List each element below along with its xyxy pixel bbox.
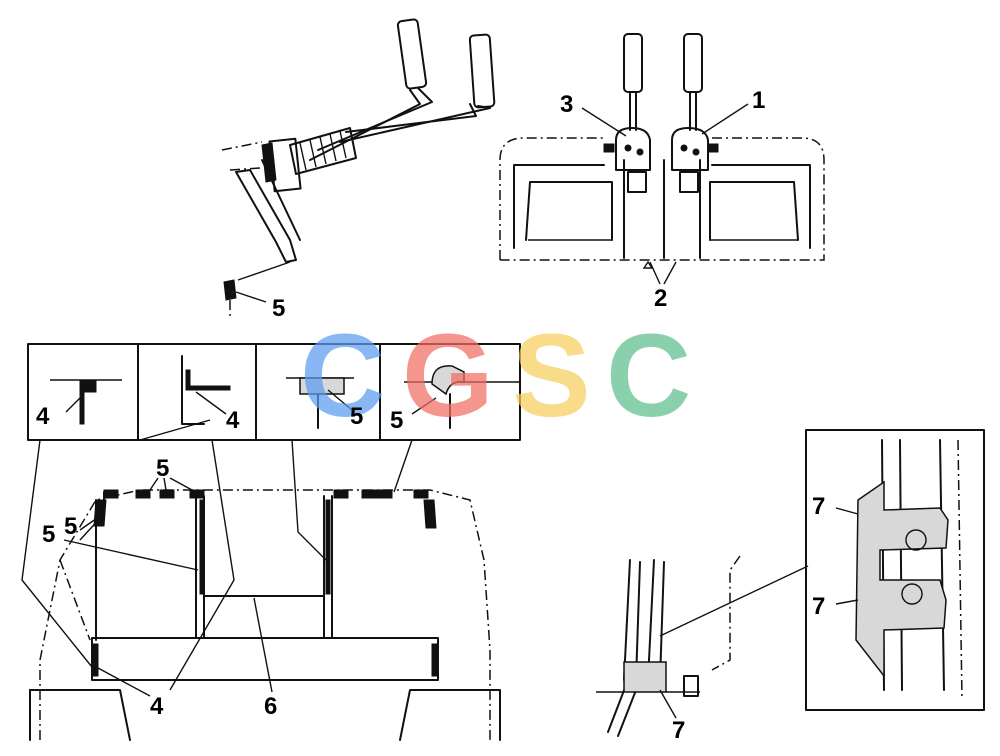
callout-7-bottom: 7 [672,717,685,744]
callout-5-top-strips: 5 [156,455,169,482]
lever-console-front-view [499,33,825,285]
callout-4-detail-2: 4 [226,407,240,434]
watermark-logo: C G S C [300,310,691,442]
callout-4-detail-1: 4 [36,403,50,430]
callout-7-upper: 7 [812,493,825,520]
callout-5-left-strips: 5 [64,513,77,540]
callout-5-detail-4: 5 [390,407,403,434]
callout-3: 3 [560,91,573,118]
callout-5-lever: 5 [272,295,285,322]
callout-5-side-seal: 5 [42,521,55,548]
callout-6: 6 [264,693,277,720]
lever-side-view [221,18,496,318]
callout-2: 2 [654,285,667,312]
section-detail-strip [27,343,521,441]
cab-frame-view [21,419,501,741]
watermark-letter-g: G [402,310,494,442]
watermark-letter-c2: C [606,310,691,442]
callout-1: 1 [752,87,765,114]
callout-labels: 1 2 3 5 4 4 5 5 5 5 5 4 6 7 7 7 [36,87,825,744]
callout-4-frame: 4 [150,693,164,720]
seal-detail-view [596,429,985,737]
watermark-letter-s: S [512,310,591,442]
callout-7-lower: 7 [812,593,825,620]
watermark-letter-c1: C [300,310,385,442]
callout-5-detail-3: 5 [350,403,363,430]
